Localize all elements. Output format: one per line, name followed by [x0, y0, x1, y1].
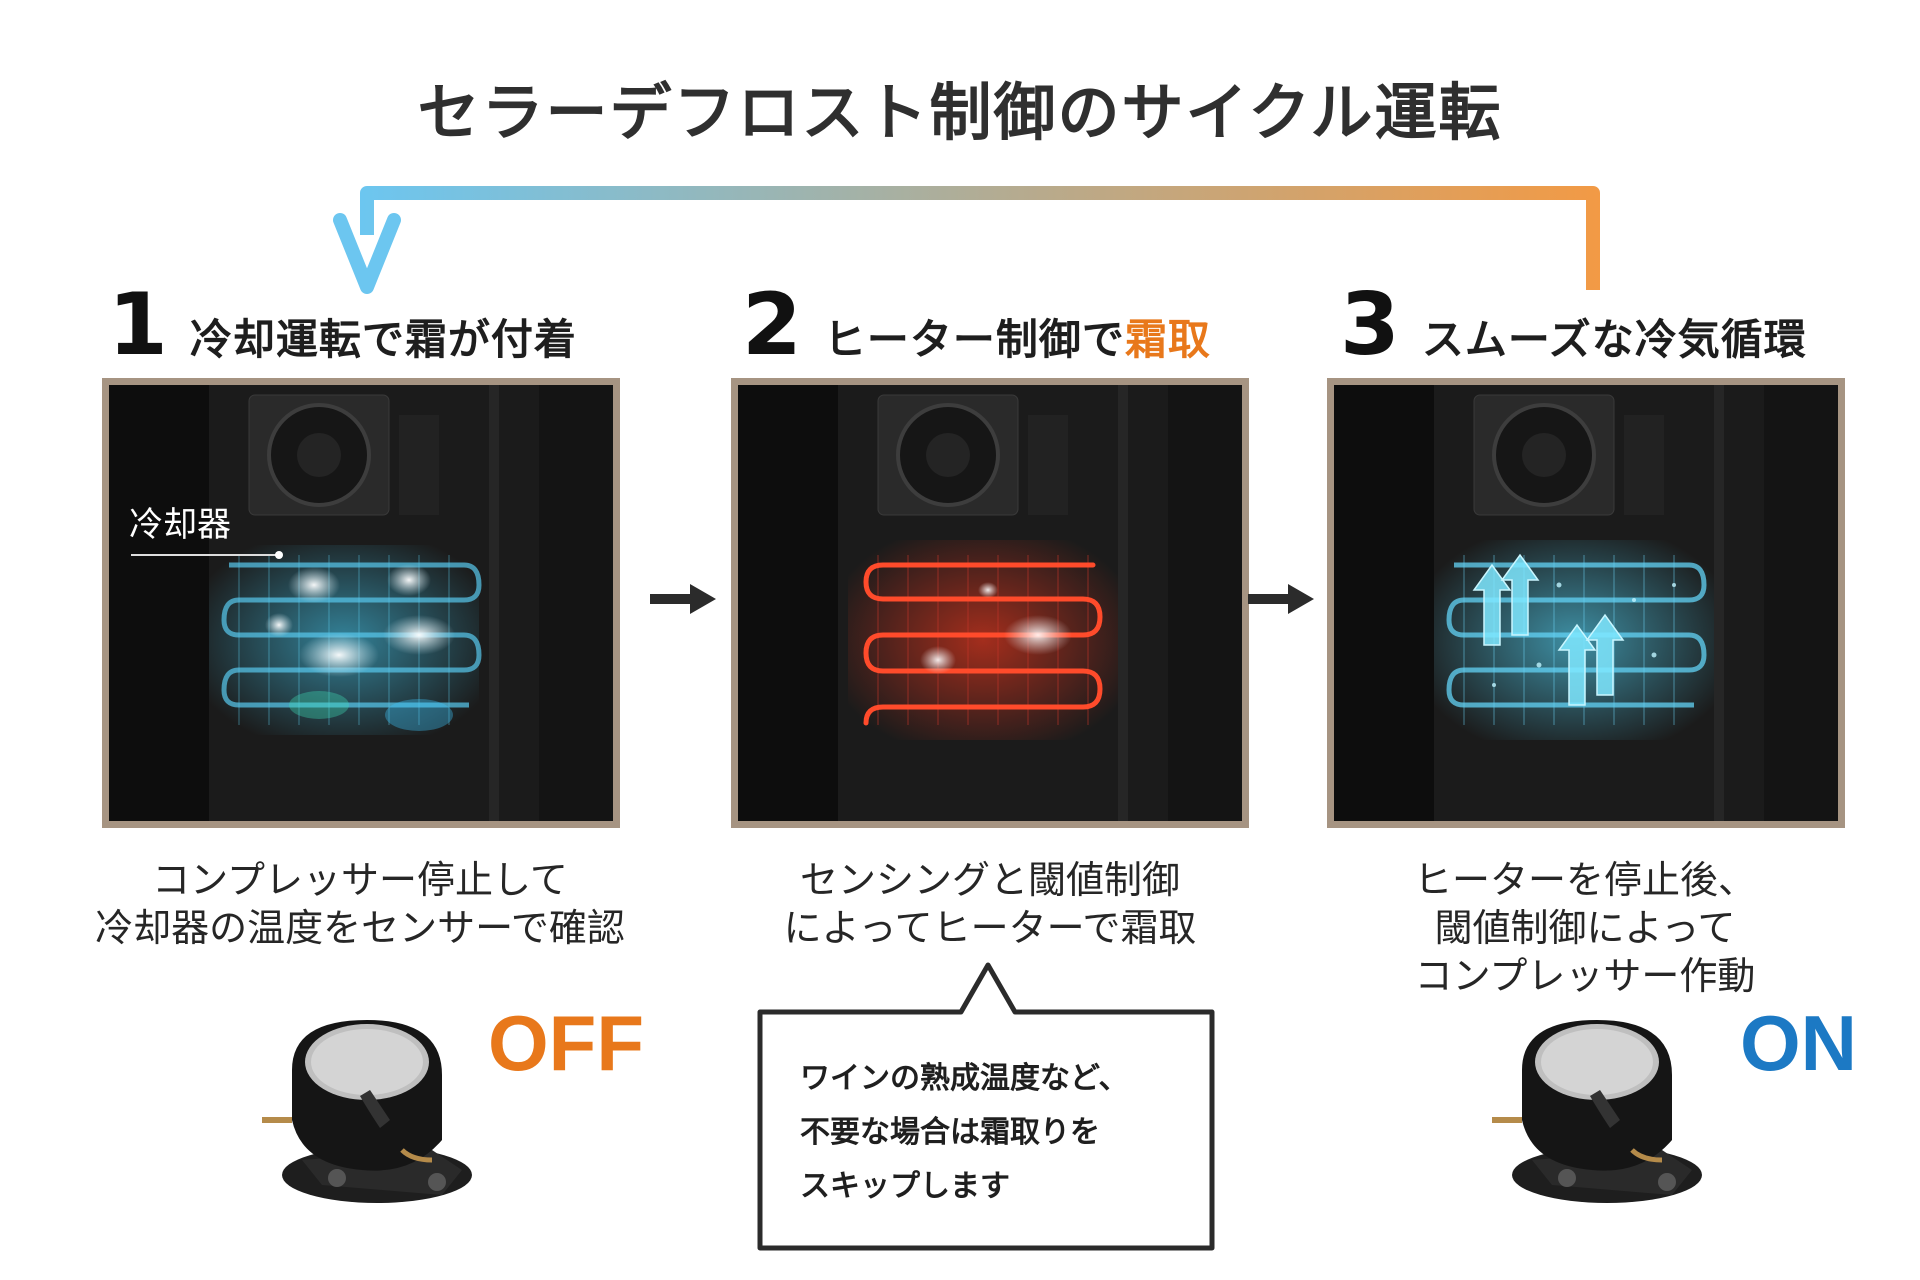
step-3-header: 3 スムーズな冷気循環 [1340, 282, 1807, 368]
compressor-icon [262, 1020, 472, 1203]
compressor-icon [1492, 1020, 1702, 1203]
page-title: セラーデフロスト制御のサイクル運転 [417, 76, 1503, 149]
compressor-status-on: ON [1740, 999, 1857, 1087]
compressor-status-off: OFF [488, 999, 644, 1087]
right-arrow-icon [1248, 584, 1314, 614]
step-title: 冷却運転で霜が付着 [189, 315, 577, 364]
note-line: スキップします [800, 1169, 1010, 1204]
step-title-prefix: ヒーター制御で [823, 315, 1125, 364]
panel-frost-cooler: 冷却器 [102, 378, 620, 828]
step-number: 2 [742, 275, 802, 375]
step-1-description: コンプレッサー停止して 冷却器の温度をセンサーで確認 [40, 856, 680, 952]
step-3-description: ヒーターを停止後、 閾値制御によって コンプレッサー作動 [1265, 856, 1905, 1000]
description-line: ヒーターを停止後、 [1413, 858, 1756, 902]
panel-airflow [1327, 378, 1845, 828]
description-line: コンプレッサー作動 [1414, 954, 1756, 998]
note-line: 不要な場合は霜取りを [800, 1115, 1100, 1150]
note-bubble [757, 962, 1215, 1251]
right-arrow-icon [650, 584, 716, 614]
description-line: コンプレッサー停止して [152, 858, 568, 902]
step-2-description: センシングと閾値制御 によってヒーターで霜取 [670, 856, 1310, 952]
description-line: センシングと閾値制御 [799, 858, 1180, 902]
panel-heater [731, 378, 1249, 828]
step-title: スムーズな冷気循環 [1421, 315, 1807, 364]
step-2-header: 2 ヒーター制御で霜取 [742, 282, 1211, 368]
description-line: 冷却器の温度をセンサーで確認 [95, 906, 625, 950]
step-number: 1 [108, 275, 168, 375]
step-title: ヒーター制御で霜取 [824, 306, 1211, 367]
step-number: 3 [1340, 275, 1400, 375]
cooler-label: 冷却器 [129, 505, 231, 545]
description-line: 閾値制御によって [1434, 906, 1736, 950]
description-line: によってヒーターで霜取 [783, 906, 1197, 950]
note-text: ワインの熟成温度など、 不要な場合は霜取りを スキップします [800, 1052, 1200, 1214]
note-line: ワインの熟成温度など、 [800, 1061, 1129, 1096]
step-1-header: 1 冷却運転で霜が付着 [108, 282, 577, 368]
step-title-highlight: 霜取 [1124, 315, 1211, 364]
cycle-arrow-icon [333, 186, 1600, 294]
